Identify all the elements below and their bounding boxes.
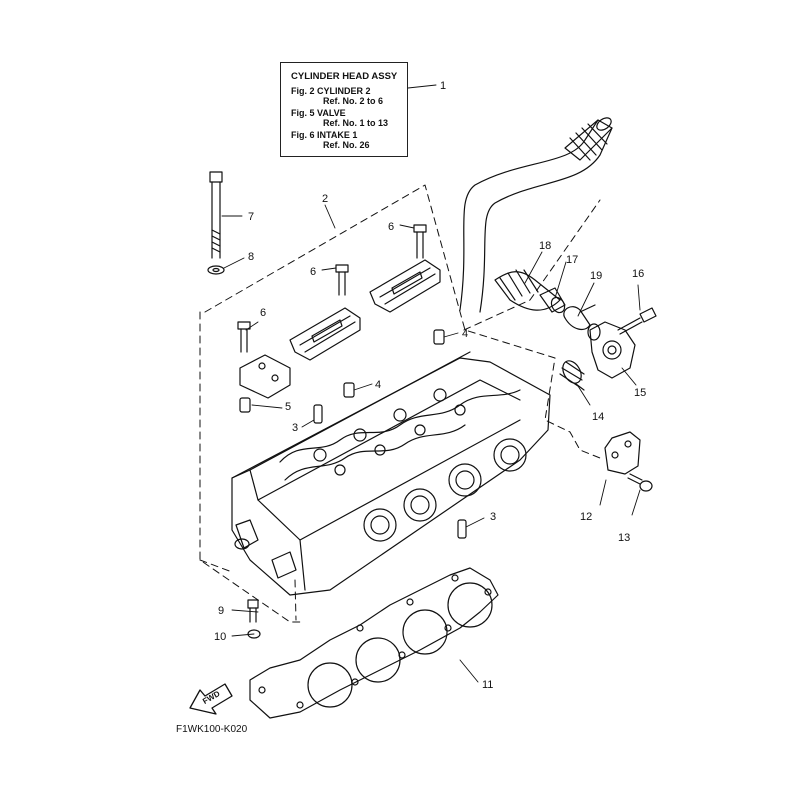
callout-4a: 4 (462, 328, 468, 340)
legend-line-3a: Fig. 6 INTAKE 1 (291, 130, 358, 140)
washer-10 (247, 629, 261, 639)
dowel-pin-4a (433, 329, 445, 345)
legend-line-2a: Fig. 5 VALVE (291, 108, 346, 118)
camshaft-cap-small (239, 354, 291, 399)
washer (207, 265, 225, 275)
sleeve-3a (313, 404, 323, 424)
fwd-arrow (189, 683, 233, 715)
legend-line-3b: Ref. No. 26 (323, 140, 370, 150)
camshaft-cap-large-1 (289, 307, 361, 361)
thermostat-cover (587, 321, 636, 379)
drawing-code: F1WK100-K020 (176, 724, 248, 735)
bolt-9 (247, 599, 259, 623)
cylinder-head (231, 351, 551, 596)
hose-clamp (563, 304, 596, 331)
bolt-6-a (413, 224, 427, 259)
legend-line-2b: Ref. No. 1 to 13 (323, 118, 389, 128)
callout-12: 12 (580, 511, 592, 523)
callout-11: 11 (482, 679, 493, 691)
callout-18: 18 (539, 240, 551, 252)
cover-plate (604, 431, 641, 475)
bolt-6-b (335, 264, 349, 296)
callout-16: 16 (632, 268, 644, 280)
bolt-16 (617, 307, 657, 335)
legend-line-1b: Ref. No. 2 to 6 (323, 96, 384, 106)
long-bolt (209, 171, 223, 259)
callout-13: 13 (618, 532, 630, 544)
thermostat (559, 360, 585, 391)
callout-3b: 3 (490, 511, 496, 523)
callout-6c: 6 (260, 307, 266, 319)
callout-7: 7 (248, 211, 254, 223)
callout-1: 1 (440, 80, 446, 92)
legend-title: CYLINDER HEAD ASSY (291, 71, 398, 82)
callout-5: 5 (285, 401, 291, 413)
callout-8: 8 (248, 251, 254, 263)
callout-3a: 3 (292, 422, 298, 434)
dowel-pin-5 (239, 397, 251, 413)
callout-15: 15 (634, 387, 646, 399)
cylinder-head-gasket (249, 567, 499, 719)
callout-6a: 6 (388, 221, 394, 233)
callout-4b: 4 (375, 379, 381, 391)
bolt-6-c (237, 321, 251, 353)
camshaft-cap-large-2 (369, 259, 441, 313)
callout-6b: 6 (310, 266, 316, 278)
callout-9: 9 (218, 605, 224, 617)
callout-17: 17 (566, 254, 578, 266)
callout-14: 14 (592, 411, 604, 423)
bolt-13 (627, 473, 653, 492)
dowel-pin-4b (343, 382, 355, 398)
sleeve-3b (457, 519, 467, 539)
intake-hose-assembly (459, 117, 613, 314)
legend-box: CYLINDER HEAD ASSY Fig. 2 CYLINDER 2 Ref… (280, 62, 408, 157)
callout-19: 19 (590, 270, 602, 282)
legend-line-1a: Fig. 2 CYLINDER 2 (291, 86, 371, 96)
callout-2: 2 (322, 193, 328, 205)
callout-10: 10 (214, 631, 226, 643)
group-boundary-dashed (199, 184, 601, 623)
